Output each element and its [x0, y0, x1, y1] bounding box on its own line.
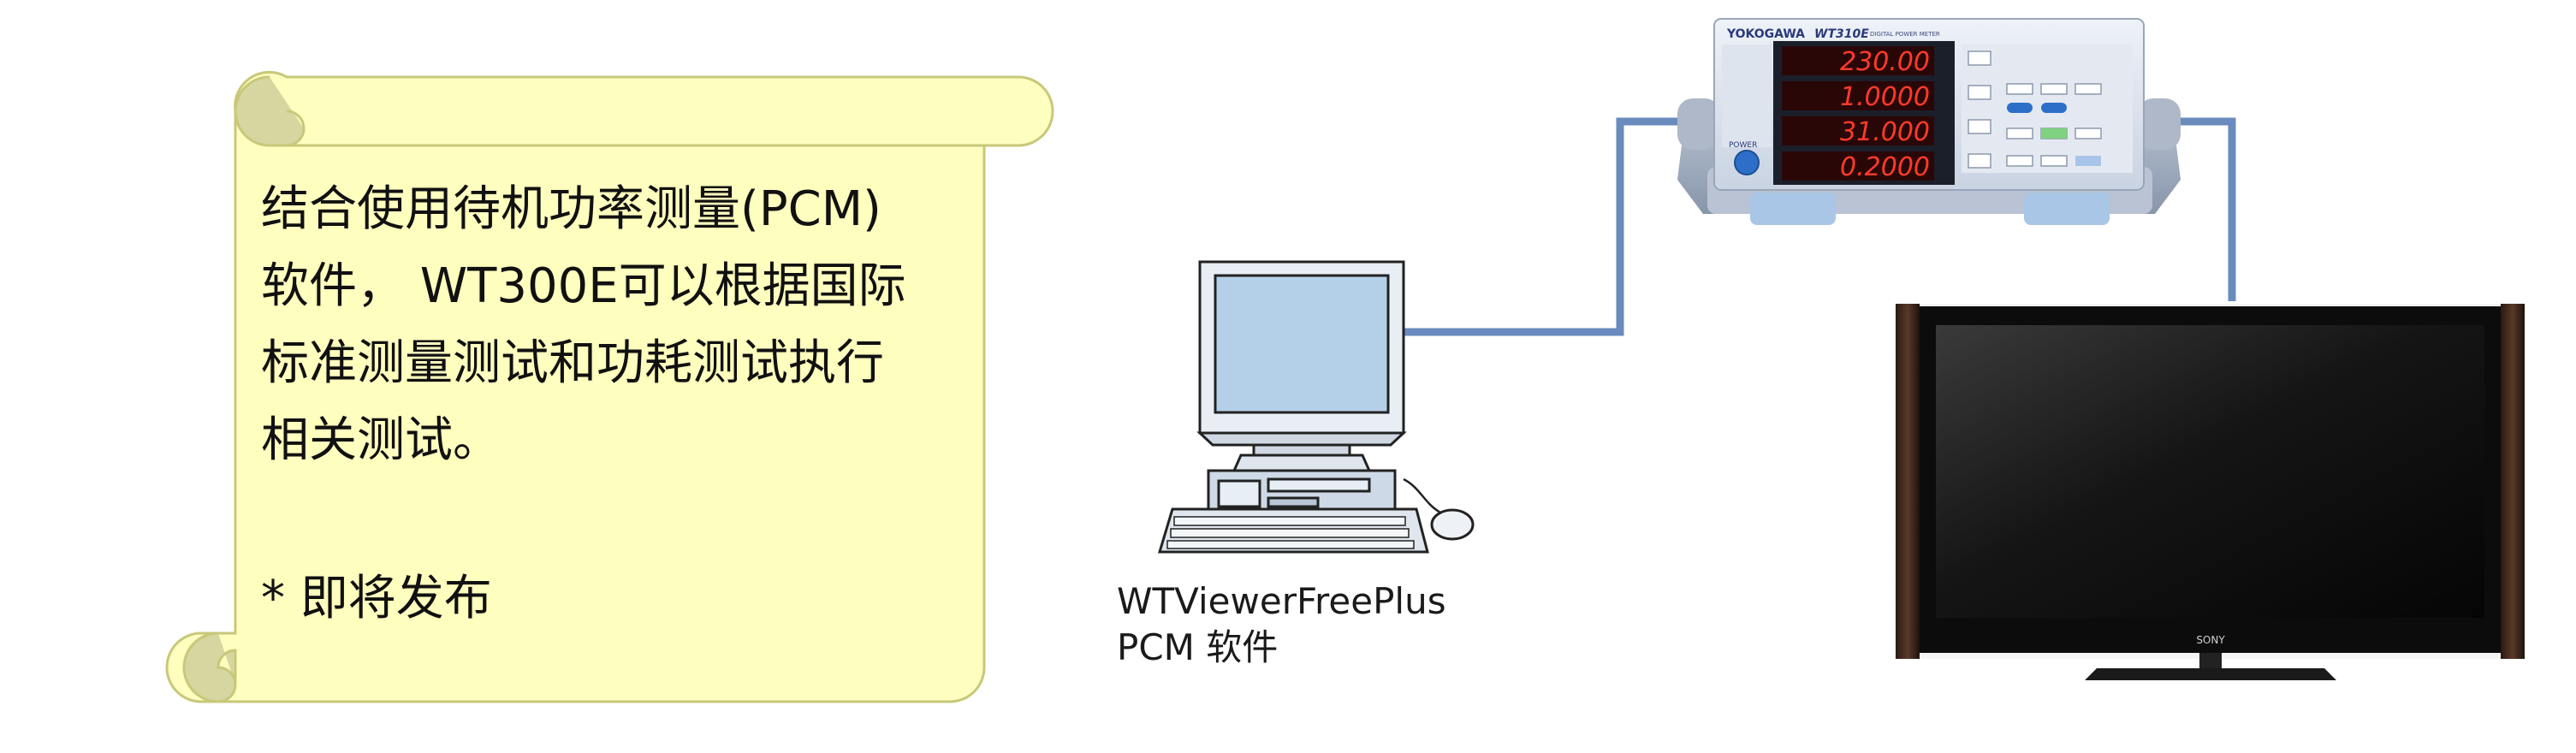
cable-lines: [1404, 117, 2236, 336]
lcd-reading-3: 31.000: [1840, 117, 1930, 147]
scroll-description: 结合使用待机功率测量(PCM) 软件， WT300E可以根据国际 标准测量测试和…: [261, 171, 997, 479]
meter-model: WT310E: [1814, 27, 1869, 41]
lcd-row-4: [1782, 151, 1934, 181]
lcd-row-3: [1782, 116, 1934, 145]
scroll-note-shape: [165, 70, 1054, 703]
power-button-icon: [1734, 150, 1760, 175]
pc-label-line-2: PCM 软件: [1117, 626, 1279, 668]
tv-brand: SONY: [2196, 634, 2225, 646]
meter-power-label: POWER: [1729, 141, 1757, 150]
meter-brand: YOKOGAWA: [1726, 27, 1805, 41]
television: SONY: [1896, 304, 2525, 680]
desktop-pc: [1157, 260, 1475, 554]
pc-label-line-1: WTViewerFreePlus: [1117, 580, 1446, 622]
lcd-reading-2: 1.0000: [1840, 82, 1930, 112]
lcd-row-1: [1782, 46, 1934, 75]
lcd-reading-4: 0.2000: [1840, 152, 1930, 182]
description-line-3: 标准测量测试和功耗测试执行: [261, 335, 884, 391]
pc-software-label: WTViewerFreePlus PCM 软件: [1117, 578, 1446, 671]
lcd-row-2: [1782, 81, 1934, 110]
description-line-2: 软件， WT300E可以根据国际: [261, 258, 906, 314]
power-meter: YOKOGAWA WT310E DIGITAL POWER METER POWE…: [1677, 18, 2181, 225]
description-line-1: 结合使用待机功率测量(PCM): [261, 181, 881, 237]
release-note: * 即将发布: [261, 571, 492, 626]
description-line-4: 相关测试。: [261, 412, 501, 468]
meter-subtitle: DIGITAL POWER METER: [1870, 31, 1940, 38]
lcd-reading-1: 230.00: [1840, 47, 1930, 77]
